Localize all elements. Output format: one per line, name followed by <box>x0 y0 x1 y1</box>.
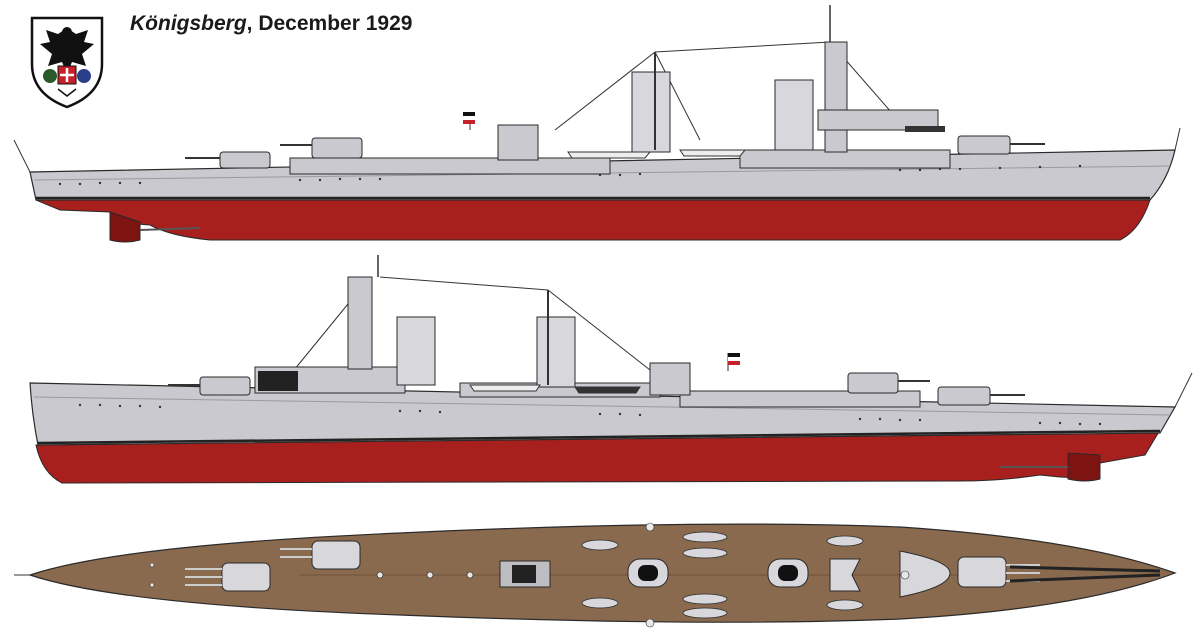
hull-topside <box>29 382 1177 446</box>
forward-superstructure <box>899 550 951 598</box>
portholes <box>78 403 1102 426</box>
title-date: , December 1929 <box>246 12 413 35</box>
foremast-tower <box>824 41 848 153</box>
superstructure-fwd <box>739 149 951 169</box>
anchor-chains <box>1009 565 1161 583</box>
port-profile <box>29 255 1193 484</box>
ship-name: Königsberg <box>130 12 247 35</box>
turret-aft-high <box>280 540 361 570</box>
rudder <box>1067 452 1101 482</box>
deck-plan <box>14 522 1177 628</box>
ensign-flag-icon <box>727 353 740 371</box>
funnel-fwd <box>396 316 436 386</box>
turret-fwd <box>168 376 251 396</box>
superstructure-aft <box>289 157 611 175</box>
coat-of-arms-eagle-icon <box>30 16 104 109</box>
turret-aft-low <box>937 386 1025 406</box>
funnel-aft <box>631 71 671 153</box>
turret-aft-high <box>847 372 930 394</box>
bridge <box>829 558 861 592</box>
superstructure-aft <box>679 390 921 408</box>
hull-underwater <box>35 199 1151 241</box>
turret-fwd <box>957 135 1045 155</box>
aft-control <box>649 362 691 396</box>
funnel-aft <box>536 316 576 388</box>
turret-aft <box>185 562 271 592</box>
foremast-tower <box>347 276 373 370</box>
page-title: Königsberg, December 1929 <box>130 12 412 36</box>
funnel-fwd <box>774 79 814 151</box>
turret-aft-high <box>280 137 363 159</box>
boat <box>567 151 652 159</box>
starboard-profile <box>13 5 1181 243</box>
aft-control <box>497 124 539 161</box>
boat <box>574 386 641 394</box>
deck-fittings <box>149 522 910 628</box>
rudder <box>109 211 141 243</box>
boat <box>469 384 541 392</box>
boats <box>581 531 864 619</box>
turret-aft-low <box>185 151 271 169</box>
ensign-flag-icon <box>463 112 475 130</box>
bridge <box>817 109 939 131</box>
boat <box>679 149 747 157</box>
rigging <box>289 276 651 376</box>
